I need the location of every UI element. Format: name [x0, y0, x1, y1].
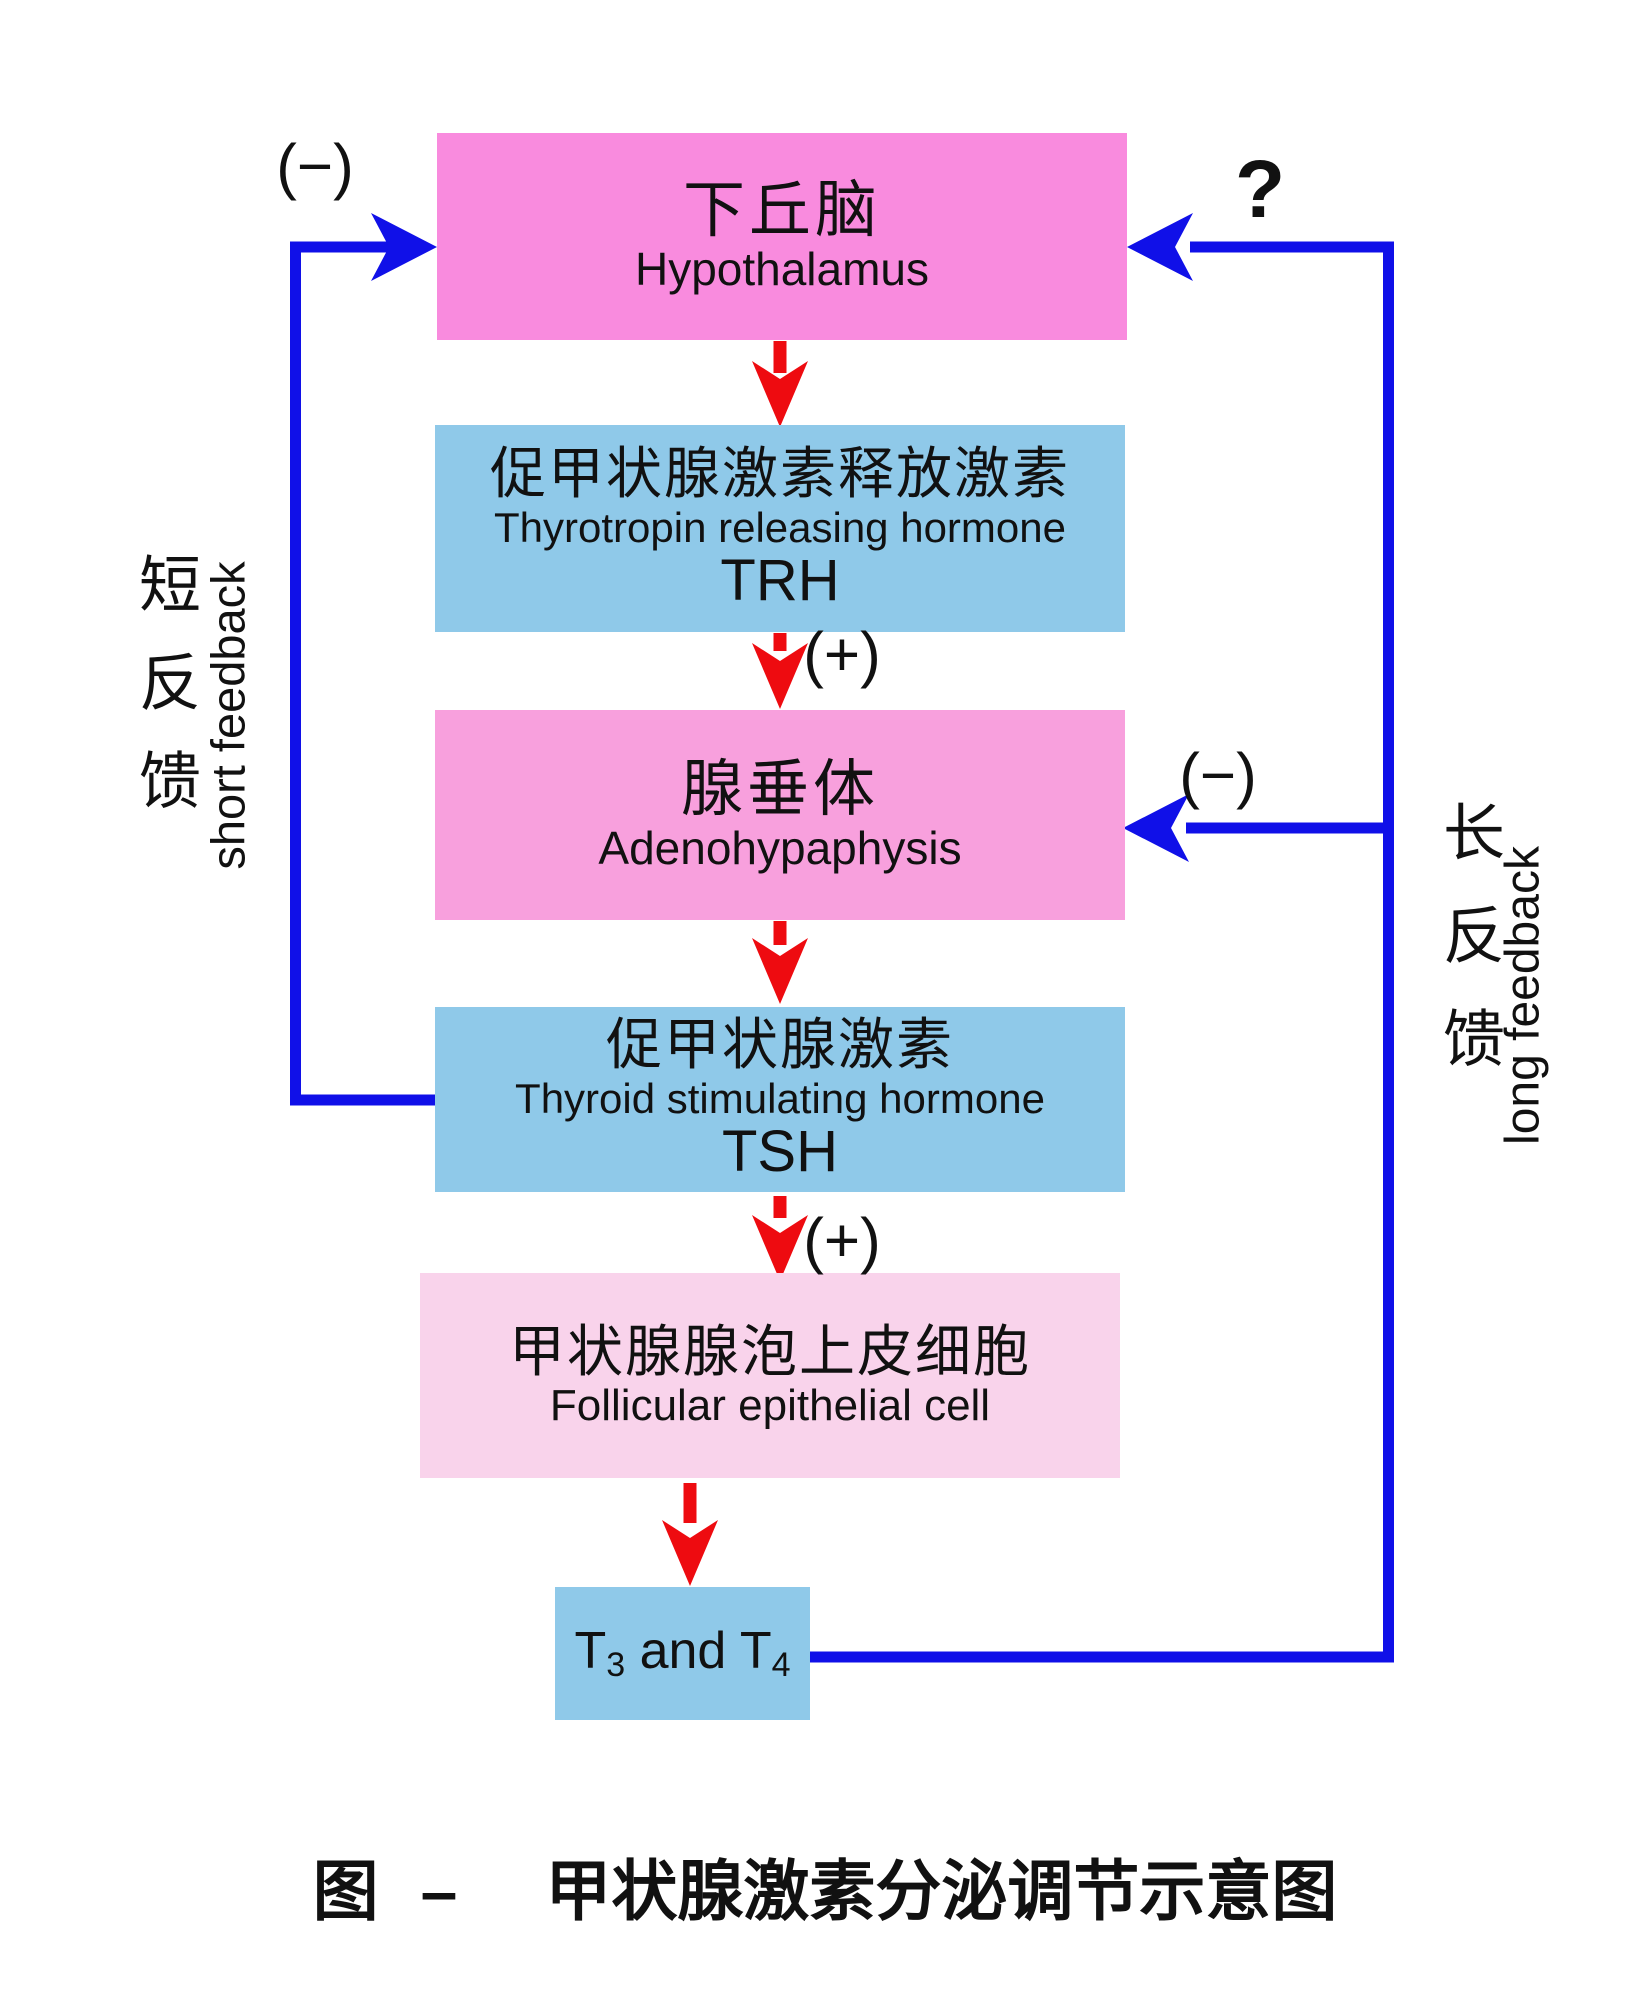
- arrow-hypothalamus-trh-icon: [752, 361, 808, 427]
- arrow-adeno-tsh-shaft: [773, 921, 787, 945]
- node-hypothalamus: 下丘脑 Hypothalamus: [437, 133, 1127, 340]
- caption-fig-word: 图: [312, 1854, 379, 1928]
- node-t3t4: T3 and T4: [555, 1587, 810, 1720]
- short-feedback-label-zh: 短反馈: [129, 552, 198, 846]
- adenohypophysis-label-en: Adenohypaphysis: [598, 821, 962, 874]
- t4-subscript: 4: [771, 1646, 791, 1685]
- figure-caption: 图 – 甲状腺激素分泌调节示意图: [0, 1838, 1650, 1934]
- caption-title: 甲状腺激素分泌调节示意图: [545, 1854, 1338, 1928]
- hypothalamus-label-zh: 下丘脑: [682, 176, 881, 246]
- long-feedback-minus-label: (−): [1179, 741, 1257, 811]
- long-feedback-branch-arrowhead-icon: [1123, 794, 1189, 862]
- long-feedback-label-zh: 长反馈: [1433, 800, 1502, 1109]
- trh-label-en: Thyrotropin releasing hormone: [494, 503, 1066, 551]
- trh-abbr: TRH: [720, 548, 840, 614]
- short-feedback-arrowhead-icon: [371, 213, 437, 281]
- arrow-hypothalamus-trh-shaft: [773, 341, 787, 373]
- t3-subscript: 3: [606, 1646, 626, 1685]
- node-follicular: 甲状腺腺泡上皮细胞 Follicular epithelial cell: [420, 1273, 1120, 1478]
- flow-arrows: [662, 341, 808, 1586]
- short-feedback-minus-label: (−): [276, 132, 354, 202]
- short-feedback-line: [290, 241, 437, 1106]
- hypothalamus-label-en: Hypothalamus: [634, 243, 930, 296]
- tsh-label-zh: 促甲状腺激素: [606, 1013, 954, 1077]
- long-feedback-label-en: long feedback: [1496, 846, 1550, 1145]
- arrow-trh-adeno-icon: [752, 643, 808, 709]
- tsh-abbr: TSH: [722, 1119, 838, 1185]
- t3t4-label: T3 and T4: [574, 1623, 790, 1684]
- follicular-label-zh: 甲状腺腺泡上皮细胞: [509, 1319, 1031, 1383]
- node-tsh: 促甲状腺激素 Thyroid stimulating hormone TSH: [435, 1007, 1125, 1192]
- node-adenohypophysis: 腺垂体 Adenohypaphysis: [435, 710, 1125, 920]
- t3-symbol: T: [574, 1622, 607, 1681]
- arrow-trh-adeno-shaft: [773, 633, 787, 651]
- short-feedback-label-en: short feedback: [201, 561, 255, 870]
- trh-plus-label: (+): [803, 620, 881, 690]
- tsh-label-en: Thyroid stimulating hormone: [515, 1074, 1045, 1122]
- and-word: and: [625, 1622, 740, 1681]
- caption-dash: –: [420, 1854, 458, 1928]
- arrow-tsh-follicular-shaft: [773, 1196, 787, 1218]
- follicular-label-en: Follicular epithelial cell: [549, 1380, 991, 1430]
- long-feedback-arrowhead-icon: [1127, 213, 1193, 281]
- trh-label-zh: 促甲状腺激素释放激素: [490, 442, 1070, 506]
- arrow-follicular-t3t4-icon: [662, 1520, 718, 1586]
- tsh-plus-label: (+): [803, 1206, 881, 1276]
- adenohypophysis-label-zh: 腺垂体: [680, 754, 879, 824]
- arrow-tsh-follicular-icon: [752, 1215, 808, 1281]
- node-trh: 促甲状腺激素释放激素 Thyrotropin releasing hormone…: [435, 425, 1125, 632]
- question-mark-label: ?: [1234, 144, 1286, 235]
- long-feedback-line: [810, 241, 1394, 1663]
- arrow-follicular-t3t4-shaft: [683, 1483, 697, 1523]
- arrow-adeno-tsh-icon: [752, 938, 808, 1004]
- t4-symbol: T: [739, 1622, 772, 1681]
